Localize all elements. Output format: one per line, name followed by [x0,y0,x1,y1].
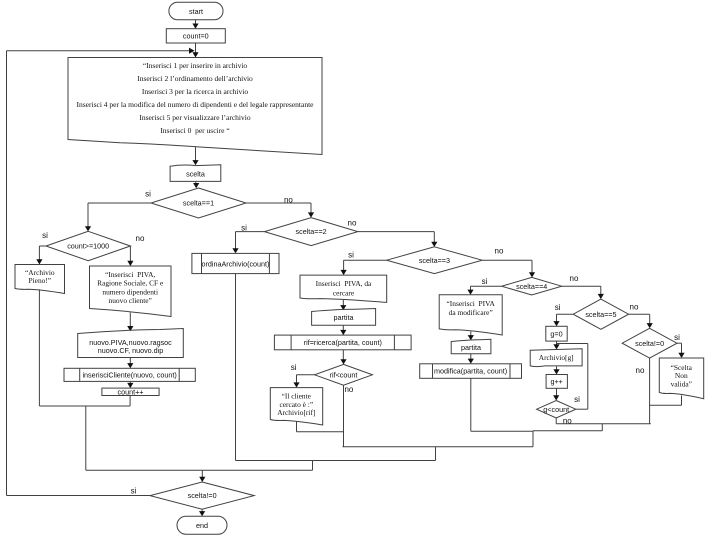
svg-text:no: no [344,385,353,394]
svg-text:rif<count: rif<count [330,370,358,379]
svg-text:scelta: scelta [186,169,205,178]
svg-text:count++: count++ [118,387,144,396]
svg-text:si: si [42,231,48,240]
svg-text:scelta!=0: scelta!=0 [188,491,217,500]
svg-text:Inserisci 3 per la ricerca in: Inserisci 3 per la ricerca in archivio [142,87,248,96]
svg-text:partita: partita [334,313,354,322]
svg-text:Ragione Sociale, CF e: Ragione Sociale, CF e [97,279,164,288]
svg-text:end: end [196,521,208,530]
svg-text:si: si [482,277,488,286]
svg-text:scelta==1: scelta==1 [183,199,214,208]
svg-text:rif=ricerca(partita, count): rif=ricerca(partita, count) [304,338,382,347]
svg-text:nuovo.CF, nuovo.dip: nuovo.CF, nuovo.dip [98,346,164,355]
svg-text:“Il cliente: “Il cliente [282,392,312,401]
svg-text:no: no [630,302,639,311]
svg-text:cercare: cercare [333,289,355,298]
svg-text:nuovo.PIVA,nuovo.ragsoc: nuovo.PIVA,nuovo.ragsoc [89,338,172,347]
svg-text:Non: Non [675,371,688,380]
svg-text:si: si [555,303,561,312]
svg-text:si: si [145,189,151,198]
svg-text:no: no [284,196,293,205]
svg-text:Archivio[g]: Archivio[g] [539,353,574,362]
svg-text:no: no [563,417,572,426]
svg-text:“Inserisci 1 per inserire in a: “Inserisci 1 per inserire in archivio [143,61,248,70]
svg-text:da modificare”: da modificare” [449,308,493,317]
svg-text:si: si [131,486,137,495]
svg-text:no: no [495,247,504,256]
svg-text:Inserisci 5 per visualizzare l: Inserisci 5 per visualizzare l’archivio [139,113,250,122]
svg-text:modifica(partita, count): modifica(partita, count) [434,367,507,376]
svg-text:cercato è :”: cercato è :” [279,400,313,409]
svg-text:g++: g++ [550,377,562,386]
svg-text:g<count: g<count [543,405,569,414]
svg-text:scelta==4: scelta==4 [516,282,547,291]
svg-text:si: si [241,223,247,232]
svg-text:“Scelta: “Scelta [671,363,693,372]
svg-text:scelta==2: scelta==2 [296,227,327,236]
svg-text:no: no [636,366,645,375]
svg-text:numero dipendenti: numero dipendenti [102,287,158,296]
svg-text:Inserisci PIVA, da: Inserisci PIVA, da [316,279,372,288]
svg-text:Inserisci 0 per uscire “: Inserisci 0 per uscire “ [160,126,230,135]
svg-text:no: no [348,218,357,227]
svg-text:si: si [348,250,354,259]
svg-text:si: si [291,363,297,372]
svg-text:si: si [574,395,580,404]
svg-text:Inserisci 2 l’ordinamento dell: Inserisci 2 l’ordinamento dell’archivio [137,74,253,83]
svg-text:Inserisci 4 per la modifica de: Inserisci 4 per la modifica del numero d… [77,100,315,109]
svg-text:count=0: count=0 [183,32,209,41]
svg-text:scelta!=0: scelta!=0 [635,339,664,348]
svg-text:no: no [136,234,145,243]
svg-text:count>=1000: count>=1000 [67,242,109,251]
svg-text:ordinaArchivio(count): ordinaArchivio(count) [202,260,270,269]
svg-text:“Inserisci PIVA,: “Inserisci PIVA, [105,270,155,279]
svg-text:scelta==3: scelta==3 [419,256,450,265]
svg-text:si: si [674,333,680,342]
svg-text:scelta==5: scelta==5 [585,310,616,319]
svg-text:nuovo cliente”: nuovo cliente” [109,296,152,305]
svg-text:“Inserisci PIVA: “Inserisci PIVA [447,299,496,308]
svg-text:“Archivio: “Archivio [25,268,55,277]
svg-text:g=0: g=0 [550,329,562,338]
svg-text:no: no [570,274,579,283]
svg-text:start: start [189,7,203,16]
svg-text:Archivio[rif]: Archivio[rif] [277,408,315,417]
svg-text:Pieno!”: Pieno!” [29,276,52,285]
svg-text:inserisciCliente(nuovo, count): inserisciCliente(nuovo, count) [82,370,176,379]
svg-text:valida”: valida” [671,380,692,389]
svg-text:partita: partita [461,343,481,352]
